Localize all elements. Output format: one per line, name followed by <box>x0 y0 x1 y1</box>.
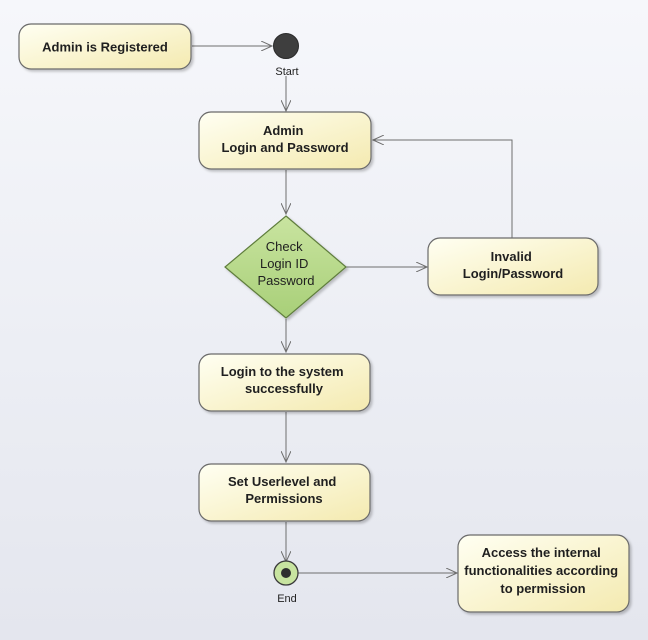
invalid-login-label: Invalid Login/Password <box>463 249 563 281</box>
action-admin-registered: Admin is Registered <box>18 23 192 70</box>
start-node: Start <box>273 33 299 78</box>
edge-invalid-to-login <box>373 140 513 238</box>
decision-check-credentials: Check Login ID Password <box>224 215 347 319</box>
access-label: Access the internal functionalities acco… <box>464 545 621 596</box>
admin-registered-label: Admin is Registered <box>42 39 168 54</box>
action-admin-login: Admin Login and Password <box>198 111 372 170</box>
set-userlevel-label: Set Userlevel and Permissions <box>228 474 340 506</box>
action-access-functionalities: Access the internal functionalities acco… <box>457 534 630 613</box>
edges <box>192 46 513 573</box>
start-label: Start <box>275 66 298 78</box>
admin-login-label: Admin Login and Password <box>221 123 348 155</box>
action-invalid-login: Invalid Login/Password <box>427 237 599 296</box>
action-login-success: Login to the system successfully <box>198 353 371 412</box>
end-label: End <box>277 593 297 605</box>
check-label: Check Login ID Password <box>257 239 314 288</box>
login-success-label: Login to the system successfully <box>221 364 347 396</box>
end-node: End <box>273 560 299 605</box>
action-set-userlevel: Set Userlevel and Permissions <box>198 463 371 522</box>
